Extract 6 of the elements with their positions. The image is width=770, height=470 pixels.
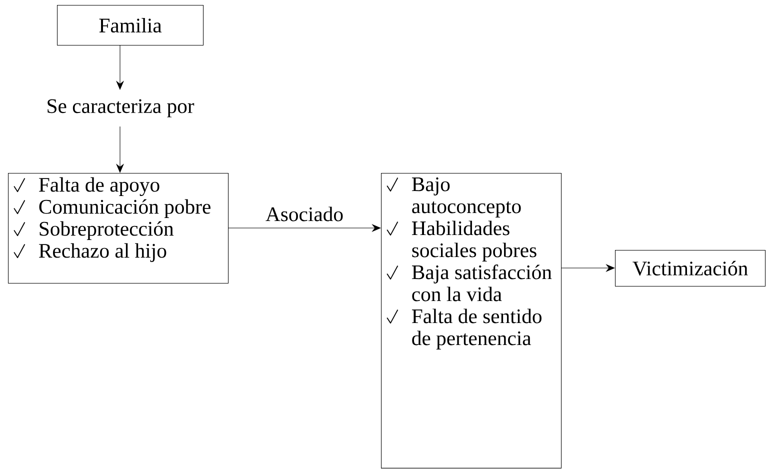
edge-label: Asociado [264,205,345,223]
checklist-box: Bajo autoconcepto Habilidades sociales pobres Baja satisfacción con la vida Falta de sentido de pertenencia [381,173,562,468]
checklist-box: Falta de apoyo Comunicación pobre Sobreprotección Rechazo al hijo [8,173,229,284]
process-box: Victimización [615,250,766,287]
process-box: Familia [57,5,204,46]
text-label: Se caracteriza por [48,99,194,118]
